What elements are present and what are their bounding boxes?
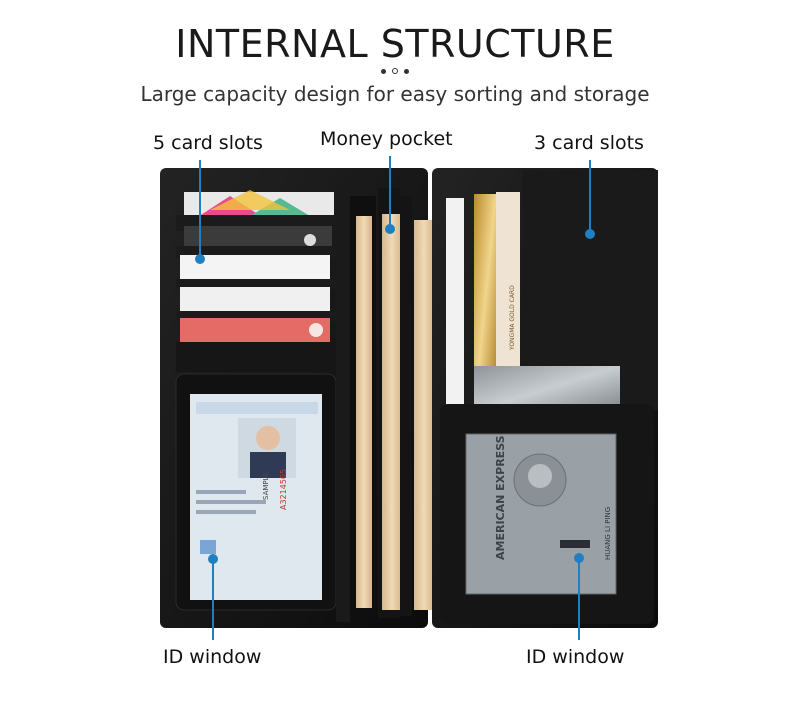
label-5-card-slots: 5 card slots: [153, 132, 263, 154]
leader-line-3-card-slots: [589, 160, 591, 234]
slot-leather-3: [176, 279, 356, 289]
label-id-window-left: ID window: [163, 646, 262, 668]
label-id-window-right: ID window: [526, 646, 625, 668]
page-title: INTERNAL STRUCTURE: [175, 22, 615, 66]
label-3-card-slots: 3 card slots: [534, 132, 644, 154]
card-4: [180, 287, 330, 311]
marker-money-pocket: [385, 224, 395, 234]
slot-leather-5: [176, 342, 356, 372]
card-3: [180, 255, 330, 279]
amex-brand-text: AMERICAN EXPRESS: [494, 435, 507, 560]
leader-line-id-window-left: [212, 560, 214, 640]
right-panel: YONGMA GOLD CARD AMERICAN EXPRESS HUANG …: [432, 168, 658, 628]
page-subtitle: Large capacity design for easy sorting a…: [140, 82, 650, 106]
marker-id-window-right: [574, 553, 584, 563]
dot: [392, 68, 398, 74]
dot: [381, 68, 386, 74]
title-dots: [0, 68, 790, 74]
gold-card: [474, 194, 496, 414]
white-card: [446, 198, 464, 408]
bill-1: [356, 216, 372, 608]
dot: [404, 68, 409, 74]
leader-line-money-pocket: [389, 156, 391, 228]
card-5: [180, 318, 330, 342]
amex-name-text: HUANG LI PING: [604, 507, 612, 560]
marker-id-window-left: [208, 554, 218, 564]
marker-5-card-slots: [195, 254, 205, 264]
left-panel: A3214565 SAMPLE: [160, 168, 434, 628]
bill-2: [382, 214, 402, 610]
marker-3-card-slots: [585, 229, 595, 239]
label-money-pocket: Money pocket: [320, 128, 453, 150]
slot-leather-4: [176, 311, 356, 321]
id-sample-text: SAMPLE: [262, 472, 270, 500]
leader-line-id-window-right: [578, 560, 580, 640]
id-number-text: A3214565: [279, 469, 288, 510]
bill-3: [414, 220, 434, 610]
leader-line-5-card-slots: [199, 160, 201, 258]
gold-card-back: [496, 192, 520, 372]
gold-card-text: YONGMA GOLD CARD: [509, 285, 516, 351]
